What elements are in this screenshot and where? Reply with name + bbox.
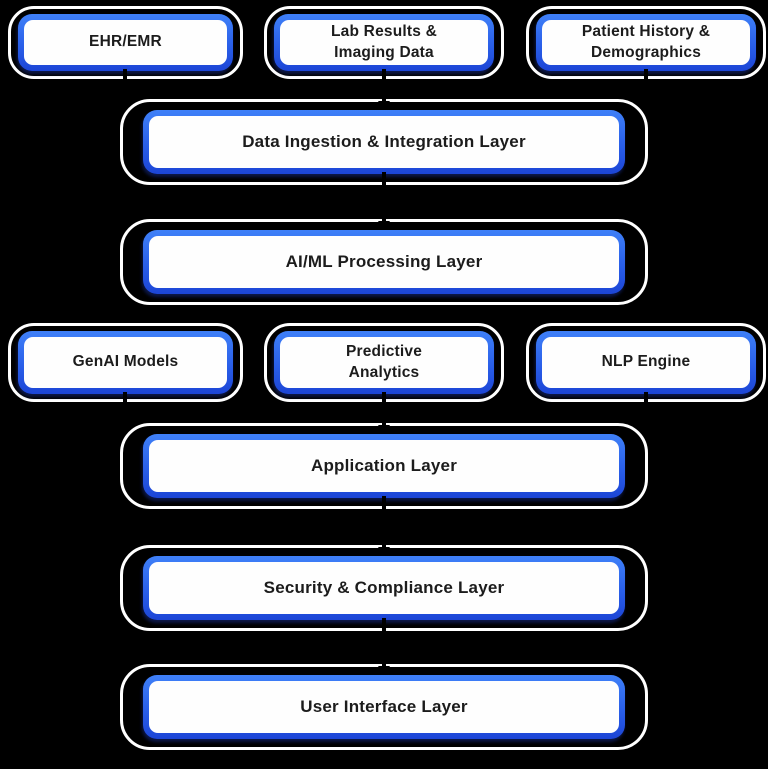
node-label: AI/ML Processing Layer — [285, 251, 483, 271]
node-label: User Interface Layer — [300, 696, 468, 716]
node-body: Application Layer — [149, 440, 619, 492]
node-border: Data Ingestion & Integration Layer — [143, 110, 625, 174]
node-lab-results-imaging: Lab Results & Imaging Data — [264, 6, 504, 79]
node-body: Patient History & Demographics — [542, 20, 750, 65]
edge-application-to-security-arrow — [378, 547, 390, 556]
edge-predictive-to-application-arrow — [378, 425, 390, 434]
node-label: EHR/EMR — [89, 33, 162, 51]
edge-patient-to-ingestion — [644, 69, 648, 97]
node-border: Lab Results & Imaging Data — [274, 14, 494, 71]
node-body: GenAI Models — [24, 337, 227, 388]
node-label: Data Ingestion & Integration Layer — [242, 131, 526, 151]
node-data-ingestion-integration-layer: Data Ingestion & Integration Layer — [120, 99, 648, 185]
node-genai-models: GenAI Models — [8, 323, 243, 402]
node-border: GenAI Models — [18, 331, 233, 394]
node-body: Security & Compliance Layer — [149, 562, 619, 614]
node-body: Data Ingestion & Integration Layer — [149, 116, 619, 168]
edge-ingestion-to-aiml — [382, 172, 386, 221]
edge-predictive-to-application — [382, 392, 386, 425]
edge-lab-to-ingestion — [382, 69, 386, 102]
node-aiml-processing-layer: AI/ML Processing Layer — [120, 219, 648, 305]
node-user-interface-layer: User Interface Layer — [120, 664, 648, 750]
edge-genai-to-application — [123, 392, 127, 420]
node-border: Patient History & Demographics — [536, 14, 756, 71]
edge-ehr-to-ingestion — [123, 69, 127, 97]
edge-application-to-security — [382, 496, 386, 547]
node-body: User Interface Layer — [149, 681, 619, 733]
node-label: GenAI Models — [72, 353, 179, 371]
node-border: AI/ML Processing Layer — [143, 230, 625, 294]
node-body: NLP Engine — [542, 337, 750, 388]
node-body: Predictive Analytics — [280, 337, 488, 388]
node-border: User Interface Layer — [143, 675, 625, 739]
edge-security-to-ui — [382, 618, 386, 666]
node-label: Patient History & Demographics — [581, 23, 711, 61]
node-body: EHR/EMR — [24, 20, 227, 65]
node-body: Lab Results & Imaging Data — [280, 20, 488, 65]
node-nlp-engine: NLP Engine — [526, 323, 766, 402]
node-border: NLP Engine — [536, 331, 756, 394]
node-predictive-analytics: Predictive Analytics — [264, 323, 504, 402]
edge-lab-to-ingestion-arrow — [378, 101, 390, 110]
node-border: Application Layer — [143, 434, 625, 498]
node-border: EHR/EMR — [18, 14, 233, 71]
node-border: Predictive Analytics — [274, 331, 494, 394]
node-patient-history-demographics: Patient History & Demographics — [526, 6, 766, 79]
node-label: Security & Compliance Layer — [263, 577, 505, 597]
edge-ingestion-to-aiml-arrow — [378, 221, 390, 230]
node-label: Lab Results & Imaging Data — [331, 23, 437, 61]
node-border: Security & Compliance Layer — [143, 556, 625, 620]
node-label: Application Layer — [310, 455, 458, 475]
node-body: AI/ML Processing Layer — [149, 236, 619, 288]
node-label: Predictive Analytics — [345, 343, 423, 381]
node-ehr-emr: EHR/EMR — [8, 6, 243, 79]
node-application-layer: Application Layer — [120, 423, 648, 509]
edge-nlp-to-application — [644, 392, 648, 420]
edge-security-to-ui-arrow — [378, 666, 390, 675]
node-label: NLP Engine — [601, 353, 691, 371]
